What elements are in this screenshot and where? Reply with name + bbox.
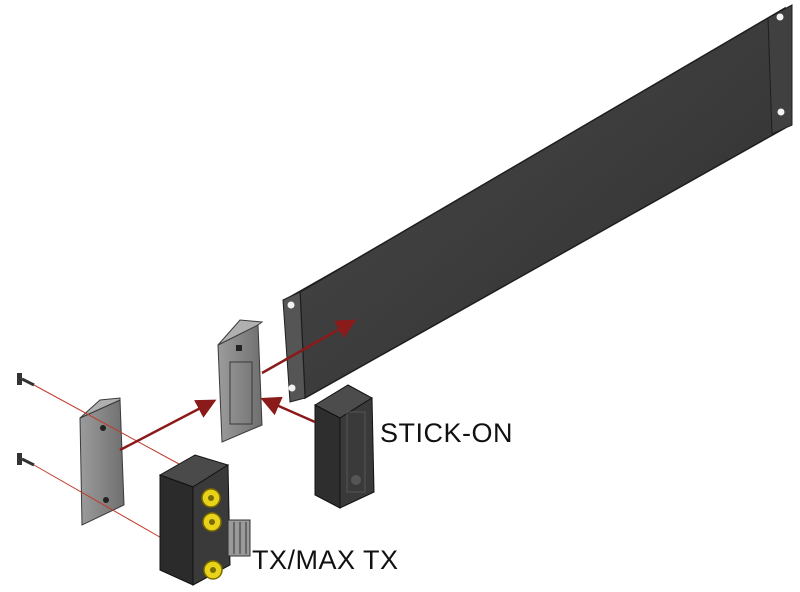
rack-panel-face: [299, 6, 786, 400]
tx-max-tx-module: [158, 454, 251, 586]
stick-on-label: STICK-ON: [380, 418, 514, 448]
rack-panel-right-ear: [767, 4, 793, 135]
mounting-bracket-left: [79, 397, 125, 526]
stick-on-knob-icon: [351, 475, 361, 485]
panel-mount-hole: [288, 384, 296, 392]
rack-panel-ear: [282, 291, 306, 403]
assembly-arrow: [260, 396, 316, 424]
mounting-bracket-middle: [217, 319, 264, 443]
panel-mount-hole: [776, 13, 784, 21]
panel-mount-hole: [287, 301, 295, 309]
mounting-screw: [17, 453, 35, 467]
assembly-arrow: [261, 319, 357, 375]
terminal-block: [227, 519, 251, 557]
mounting-screw: [17, 373, 35, 387]
panel-mount-hole: [777, 108, 785, 116]
assembly-arrow: [119, 399, 217, 452]
stick-on-module: [313, 384, 375, 509]
tx-max-tx-label: TX/MAX TX: [252, 545, 399, 575]
screw-alignment-line: [33, 384, 191, 471]
rack-panel: [282, 4, 793, 403]
screw-alignment-line: [33, 464, 166, 541]
